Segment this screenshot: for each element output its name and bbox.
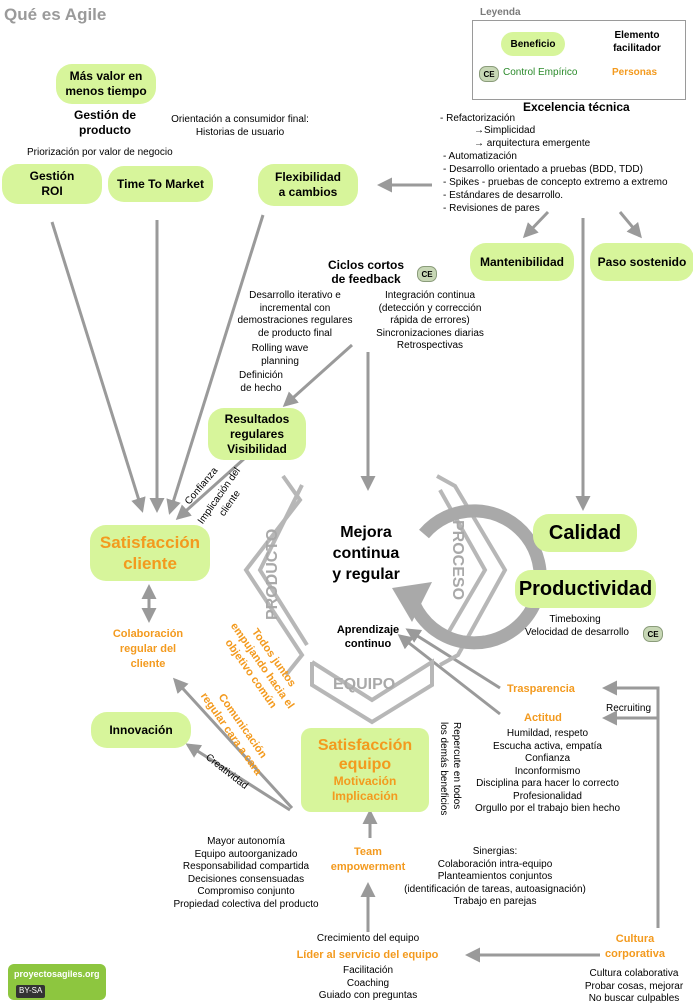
attitude-label: Actitud bbox=[524, 712, 562, 724]
license-badge: BY-SA bbox=[16, 985, 46, 998]
process-label: PROCESO bbox=[449, 520, 466, 601]
page-title: Qué es Agile bbox=[4, 5, 107, 24]
tech-item-6: - Estándares de desarrollo. bbox=[443, 190, 564, 201]
ttm-pill: Time To Market bbox=[108, 166, 213, 202]
velocity-label: Velocidad de desarrollo bbox=[525, 627, 629, 638]
legend-benefit: Beneficio bbox=[501, 32, 565, 56]
cycles-ce-badge: CE bbox=[417, 266, 437, 282]
legend-ce-label: Control Empírico bbox=[503, 67, 578, 78]
innovation-pill: Innovación bbox=[91, 712, 191, 748]
productivity-pill: Productividad bbox=[515, 570, 656, 608]
pace-pill: Paso sostenido bbox=[590, 243, 693, 281]
legend-people: Personas bbox=[612, 67, 658, 78]
logo-text: proyectosagiles.org bbox=[14, 969, 100, 979]
tech-item-3: - Automatización bbox=[443, 151, 517, 162]
orientation-text: Orientación a consumidor final:Historias… bbox=[171, 114, 309, 138]
maint-pill: Mantenibilidad bbox=[470, 243, 574, 281]
servant-label: Líder al servicio del equipo bbox=[296, 949, 439, 961]
prioritization-text: Priorización por valor de negocio bbox=[27, 147, 173, 158]
tech-item-2: → arquitectura emergente bbox=[474, 138, 591, 149]
tech-item-7: - Revisiones de pares bbox=[443, 203, 540, 214]
velocity-ce-badge: CE bbox=[643, 626, 663, 642]
tech-item-4: - Desarrollo orientado a pruebas (BDD, T… bbox=[443, 164, 643, 175]
tech-item-5: - Spikes - pruebas de concepto extremo a… bbox=[443, 177, 668, 188]
legend bbox=[472, 20, 686, 100]
product-label: PRODUCTO bbox=[264, 528, 281, 620]
team-label: EQUIPO bbox=[333, 676, 396, 693]
recruiting-label: Recruiting bbox=[606, 703, 652, 714]
tech-title: Excelencia técnica bbox=[523, 100, 630, 114]
team-sat-pill: Satisfacción equipo Motivación Implicaci… bbox=[301, 728, 429, 812]
legend-title: Leyenda bbox=[480, 7, 521, 18]
growth-label: Crecimiento del equipo bbox=[316, 933, 420, 944]
transparency-label: Trasparencia bbox=[507, 683, 575, 695]
tech-item-0: - Refactorización bbox=[440, 113, 516, 124]
legend-ce-badge: CE bbox=[479, 66, 499, 82]
tech-item-1: →Simplicidad bbox=[474, 125, 536, 136]
timeboxing-label: Timeboxing bbox=[549, 614, 601, 625]
quality-pill: Calidad bbox=[533, 514, 637, 552]
cycles-right: Integración continua(detección y correcc… bbox=[376, 290, 484, 351]
